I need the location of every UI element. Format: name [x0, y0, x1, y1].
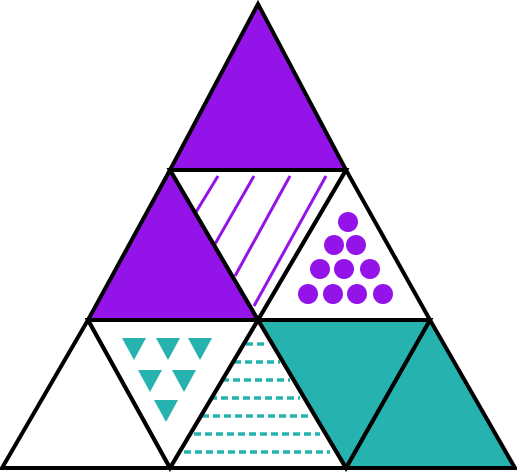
- triangle-bottom-right-up: [346, 320, 515, 468]
- triangle-mid-center-down: [170, 170, 346, 320]
- dot: [298, 284, 318, 304]
- outline-bottom-right-up: [342, 315, 517, 470]
- small-triangle: [172, 370, 196, 392]
- small-triangle: [154, 400, 178, 422]
- small-triangle: [138, 370, 162, 392]
- diagonal-stripe: [194, 175, 220, 213]
- triangle-patterns: [122, 175, 393, 454]
- dot: [360, 259, 380, 279]
- dot: [347, 284, 367, 304]
- diagonal-stripe: [252, 175, 328, 307]
- dot: [338, 212, 358, 232]
- dot: [310, 259, 330, 279]
- triangle-bottom-center-up: [170, 320, 346, 468]
- dot: [324, 235, 344, 255]
- dot: [373, 284, 393, 304]
- diagonal-stripe: [233, 175, 292, 277]
- small-triangle: [122, 338, 146, 360]
- dot: [346, 235, 366, 255]
- small-triangle: [156, 338, 180, 360]
- triangle-mid-left-up: [88, 170, 258, 320]
- diagonal-stripe: [213, 175, 256, 245]
- triangle-bottom-left-up: [2, 320, 170, 468]
- dot: [334, 259, 354, 279]
- triangle-bottom-right-down: [258, 320, 430, 468]
- triangle-top-up: [170, 4, 346, 170]
- dot: [323, 284, 343, 304]
- small-triangle: [188, 338, 212, 360]
- triangle-bottom-left-down: [88, 320, 258, 468]
